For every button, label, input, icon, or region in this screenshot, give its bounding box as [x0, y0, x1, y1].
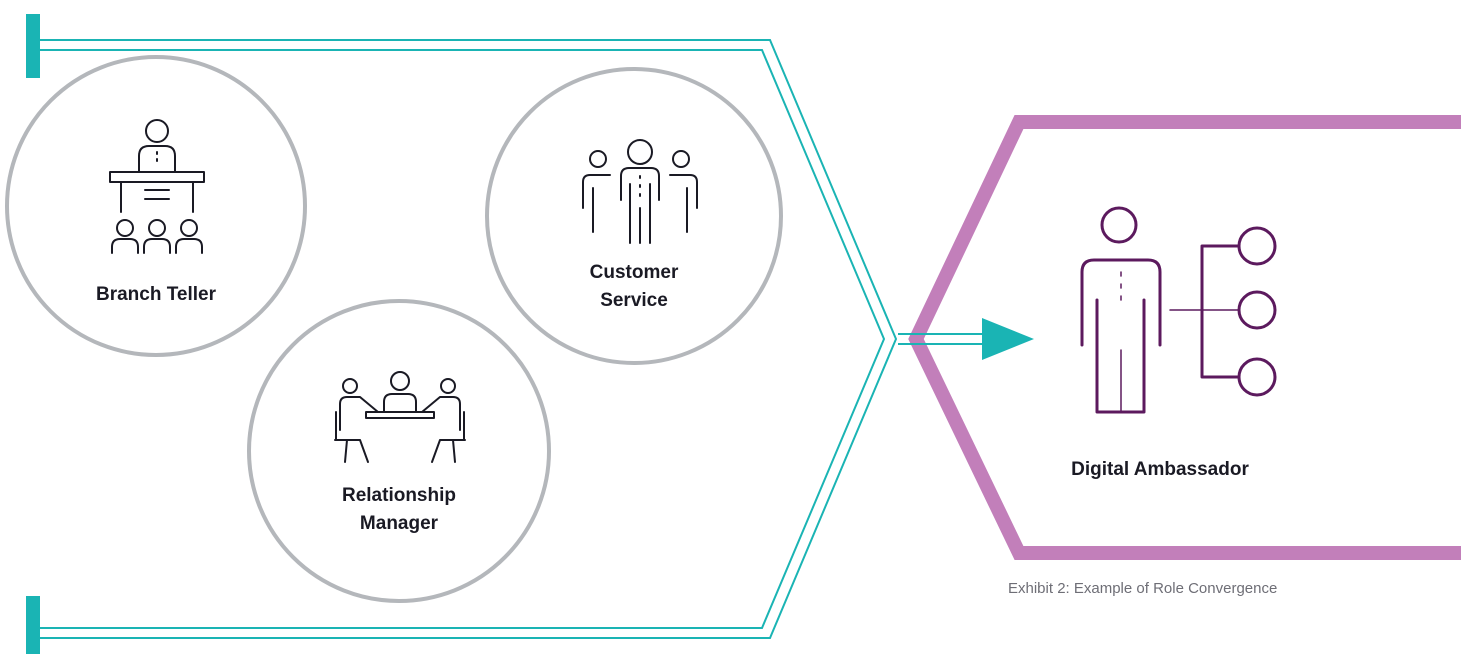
- customer-service-circle: [485, 67, 783, 365]
- digital-ambassador-label: Digital Ambassador: [1071, 459, 1249, 480]
- teal-funnel-outline: [38, 39, 898, 639]
- digital-ambassador-icon: [1080, 206, 1277, 414]
- branch-teller-circle: [5, 55, 307, 357]
- customer-service-label: Customer Service: [589, 262, 679, 311]
- customer-service-icon: [582, 139, 698, 244]
- exhibit-caption: Exhibit 2: Example of Role Convergence: [1008, 580, 1278, 597]
- teller-icon: [109, 119, 205, 254]
- purple-hexagon-frame: [908, 115, 1461, 560]
- teal-bracket-bottom: [26, 596, 40, 654]
- teal-bracket-top: [26, 14, 40, 78]
- branch-teller-label: Branch Teller: [95, 284, 217, 305]
- relationship-manager-label: Relationship Manager: [341, 485, 456, 534]
- convergence-arrow: [898, 318, 1034, 360]
- meeting-icon: [334, 371, 466, 463]
- relationship-manager-circle: [247, 299, 551, 603]
